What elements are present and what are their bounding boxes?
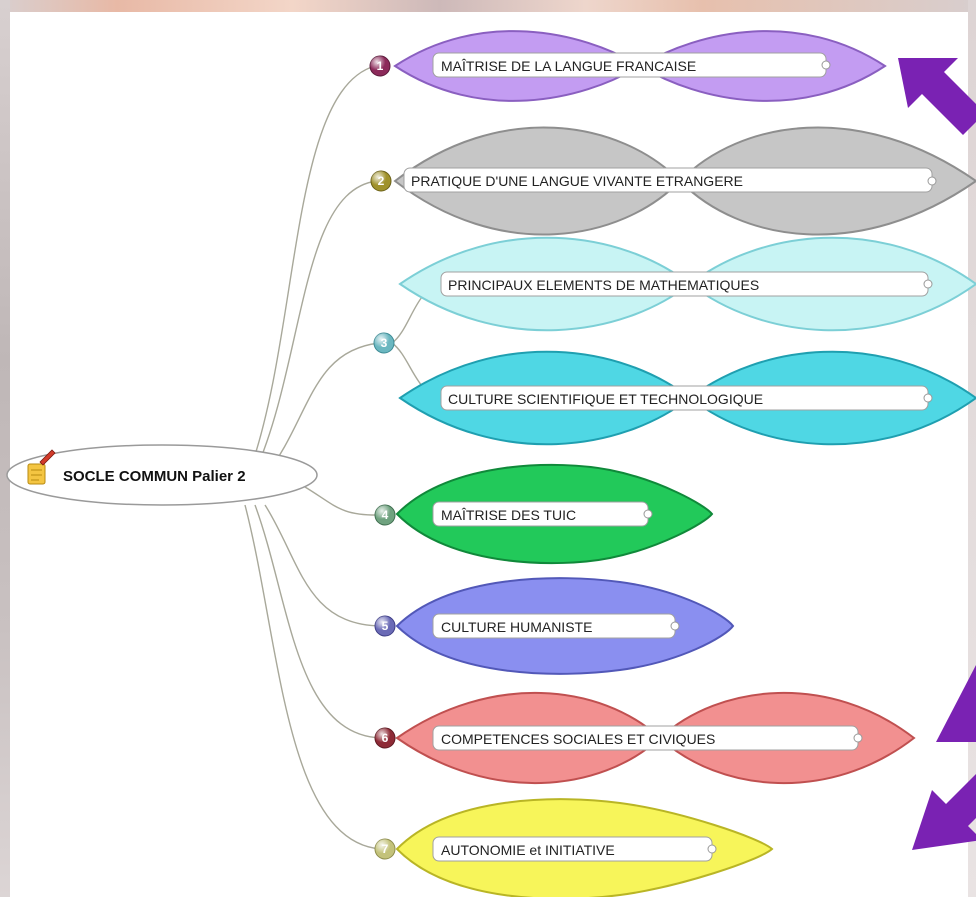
collapse-toggle[interactable] <box>670 621 680 631</box>
badge-number: 4 <box>382 508 389 522</box>
connector-7 <box>244 504 382 850</box>
annotation-arrows <box>898 58 976 850</box>
connector-5 <box>264 504 382 627</box>
background-strip-left <box>0 0 10 897</box>
arrow-icon-bottom <box>912 774 976 850</box>
collapse-toggle[interactable] <box>927 176 937 186</box>
branch-mathematiques[interactable]: PRINCIPAUX ELEMENTS DE MATHEMATIQUES <box>398 236 976 332</box>
branch-label[interactable]: AUTONOMIE et INITIATIVE <box>441 842 615 858</box>
badge-7: 7 <box>374 838 396 860</box>
root-label[interactable]: SOCLE COMMUN Palier 2 <box>63 468 246 485</box>
priority-badges: 1 2 3 4 5 6 7 <box>369 55 396 860</box>
root-ellipse <box>6 444 318 506</box>
badge-number: 1 <box>377 59 384 73</box>
branch-label[interactable]: CULTURE SCIENTIFIQUE ET TECHNOLOGIQUE <box>448 391 763 407</box>
badge-number: 7 <box>382 842 389 856</box>
arrow-icon-partial <box>936 665 976 742</box>
badge-6: 6 <box>374 727 396 749</box>
badge-number: 5 <box>382 619 389 633</box>
connector-4 <box>304 486 382 516</box>
badge-3: 3 <box>373 332 395 354</box>
badge-1: 1 <box>369 55 391 77</box>
branch-culture-humaniste[interactable]: CULTURE HUMANISTE <box>395 577 735 675</box>
branch-label[interactable]: MAÎTRISE DES TUIC <box>441 507 576 523</box>
collapse-toggle[interactable] <box>923 279 933 289</box>
branch-label[interactable]: CULTURE HUMANISTE <box>441 619 592 635</box>
collapse-toggle[interactable] <box>707 844 717 854</box>
connector-6 <box>254 504 382 739</box>
branch-maitrise-langue[interactable]: MAÎTRISE DE LA LANGUE FRANCAISE <box>393 30 887 102</box>
branch-label[interactable]: PRATIQUE D'UNE LANGUE VIVANTE ETRANGERE <box>411 173 743 189</box>
badge-number: 3 <box>381 336 388 350</box>
branch-culture-scientifique[interactable]: CULTURE SCIENTIFIQUE ET TECHNOLOGIQUE <box>398 350 976 446</box>
branch-label[interactable]: MAÎTRISE DE LA LANGUE FRANCAISE <box>441 58 696 74</box>
collapse-toggle[interactable] <box>821 60 831 70</box>
background-strip-right <box>968 0 976 897</box>
background-strip-top <box>0 0 976 12</box>
branch-langue-vivante[interactable]: PRATIQUE D'UNE LANGUE VIVANTE ETRANGERE <box>393 126 976 236</box>
badge-number: 6 <box>382 731 389 745</box>
branch-label[interactable]: COMPETENCES SOCIALES ET CIVIQUES <box>441 731 715 747</box>
arrow-icon-top <box>898 58 976 135</box>
branch-competences-sociales[interactable]: COMPETENCES SOCIALES ET CIVIQUES <box>395 692 916 784</box>
collapse-toggle[interactable] <box>923 393 933 403</box>
collapse-toggle[interactable] <box>853 733 863 743</box>
note-icon <box>27 449 56 485</box>
badge-2: 2 <box>370 170 392 192</box>
badge-number: 2 <box>378 174 385 188</box>
branch-tuic[interactable]: MAÎTRISE DES TUIC <box>395 463 714 565</box>
badge-4: 4 <box>374 504 396 526</box>
collapse-toggle[interactable] <box>643 509 653 519</box>
branch-label[interactable]: PRINCIPAUX ELEMENTS DE MATHEMATIQUES <box>448 277 759 293</box>
branch-autonomie[interactable]: AUTONOMIE et INITIATIVE <box>395 798 774 897</box>
connector-2 <box>254 180 378 473</box>
connector-1 <box>249 65 376 471</box>
root-node[interactable]: SOCLE COMMUN Palier 2 <box>6 444 318 506</box>
badge-5: 5 <box>374 615 396 637</box>
